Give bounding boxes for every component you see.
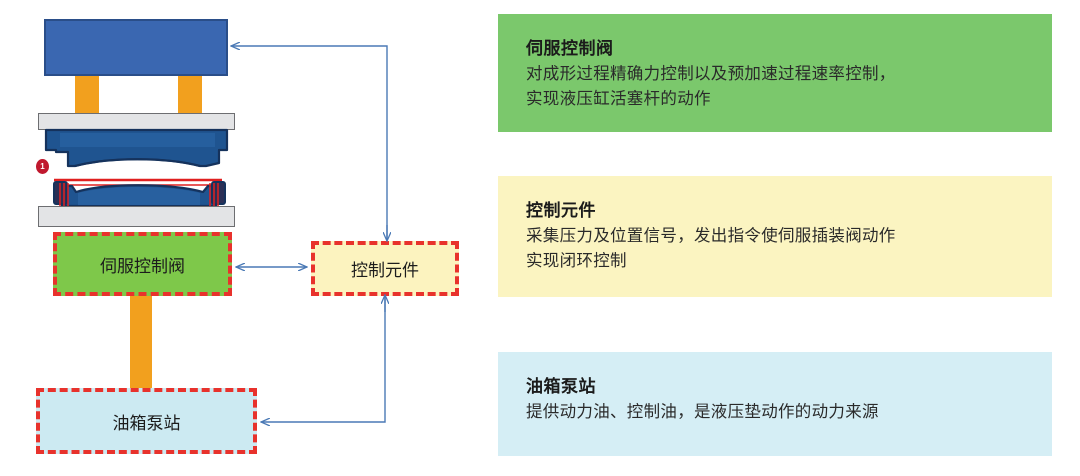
arrow-control-to-tank xyxy=(261,296,386,422)
panel-servo-valve-body: 对成形过程精确力控制以及预加速过程速率控制， 实现液压缸活塞杆的动作 xyxy=(526,65,896,109)
diagram-box-servo-valve[interactable]: 伺服控制阀 xyxy=(53,232,232,296)
panel-tank-pump-station-body: 提供动力油、控制油，是液压垫动作的动力来源 xyxy=(526,403,879,421)
hydraulic-column-left xyxy=(75,76,99,118)
diagram-box-control-element-label: 控制元件 xyxy=(351,261,419,280)
hydraulic-supply-pipe xyxy=(130,296,152,390)
diagram-box-tank-pump-station-label: 油箱泵站 xyxy=(112,413,181,433)
diagram-box-servo-valve-label: 伺服控制阀 xyxy=(100,256,185,276)
connector-arrows xyxy=(0,0,480,476)
hydraulic-ram-block xyxy=(44,19,228,76)
panel-servo-valve-title: 伺服控制阀 xyxy=(526,39,614,58)
press-system-diagram: 1 伺服控制阀 控制元件 油箱泵站 xyxy=(0,0,480,476)
panel-control-element-body: 采集压力及位置信号，发出指令使伺服插装阀动作 实现闭环控制 xyxy=(526,227,896,271)
lower-bolster-plate xyxy=(38,206,235,227)
panel-tank-pump-station-title: 油箱泵站 xyxy=(526,377,596,396)
diagram-box-tank-pump-station[interactable]: 油箱泵站 xyxy=(36,388,257,454)
panel-tank-pump-station: 油箱泵站 提供动力油、控制油，是液压垫动作的动力来源 xyxy=(498,352,1052,456)
hydraulic-column-right xyxy=(178,76,202,118)
callout-marker-1: 1 xyxy=(36,159,49,174)
arrow-control-to-ram xyxy=(231,46,388,240)
panel-control-element-title: 控制元件 xyxy=(526,201,596,220)
panel-control-element: 控制元件 采集压力及位置信号，发出指令使伺服插装阀动作 实现闭环控制 xyxy=(498,176,1052,297)
description-panels: 伺服控制阀 对成形过程精确力控制以及预加速过程速率控制， 实现液压缸活塞杆的动作… xyxy=(498,0,1080,476)
panel-servo-valve: 伺服控制阀 对成形过程精确力控制以及预加速过程速率控制， 实现液压缸活塞杆的动作 xyxy=(498,14,1052,132)
